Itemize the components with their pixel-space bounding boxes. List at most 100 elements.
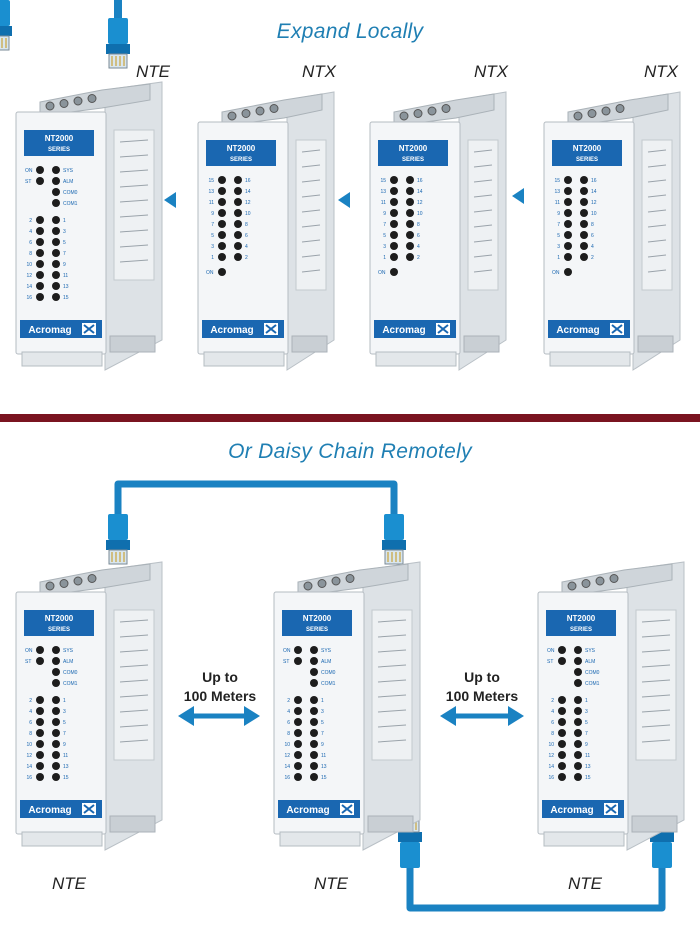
svg-text:8: 8 [29, 731, 32, 737]
svg-text:11: 11 [555, 200, 560, 206]
svg-text:COM1: COM1 [63, 681, 78, 687]
svg-text:4: 4 [29, 229, 32, 235]
svg-text:10: 10 [26, 262, 32, 268]
svg-text:SERIES: SERIES [48, 627, 70, 633]
label-ntx-2: NTX [474, 62, 508, 81]
svg-text:5: 5 [383, 233, 386, 239]
svg-text:3: 3 [585, 709, 588, 715]
svg-text:5: 5 [211, 233, 214, 239]
svg-text:ST: ST [283, 659, 289, 665]
distance-label-left: Up to 100 Meters [183, 669, 257, 704]
svg-text:15: 15 [554, 178, 560, 184]
svg-text:3: 3 [63, 709, 66, 715]
svg-text:2: 2 [245, 255, 248, 261]
svg-text:NT2000: NT2000 [303, 614, 332, 623]
svg-text:2: 2 [551, 698, 554, 704]
svg-text:16: 16 [26, 295, 32, 301]
svg-text:13: 13 [380, 189, 386, 195]
svg-text:SERIES: SERIES [306, 627, 328, 633]
svg-text:1: 1 [585, 698, 588, 704]
svg-text:4: 4 [287, 709, 290, 715]
svg-text:12: 12 [26, 753, 32, 759]
svg-text:5: 5 [585, 720, 588, 726]
svg-text:14: 14 [417, 189, 423, 195]
svg-text:SERIES: SERIES [230, 157, 252, 163]
svg-text:10: 10 [417, 211, 423, 217]
svg-text:NT2000: NT2000 [45, 134, 74, 143]
svg-text:10: 10 [26, 742, 32, 748]
svg-text:1: 1 [63, 218, 66, 224]
svg-text:3: 3 [63, 229, 66, 235]
svg-text:15: 15 [208, 178, 214, 184]
svg-text:5: 5 [63, 240, 66, 246]
svg-text:3: 3 [557, 244, 560, 250]
section-divider [0, 414, 700, 422]
svg-text:9: 9 [321, 742, 324, 748]
svg-text:4: 4 [29, 709, 32, 715]
svg-text:ST: ST [547, 659, 553, 665]
svg-text:Acromag: Acromag [210, 325, 253, 336]
label-nte-bottom-2: NTE [314, 874, 348, 893]
svg-text:8: 8 [287, 731, 290, 737]
svg-text:11: 11 [63, 273, 68, 279]
label-nte-bottom-1: NTE [52, 874, 86, 893]
svg-text:15: 15 [63, 775, 69, 781]
svg-text:7: 7 [585, 731, 588, 737]
heading-daisy-chain: Or Daisy Chain Remotely [228, 440, 472, 463]
svg-text:12: 12 [417, 200, 423, 206]
svg-text:12: 12 [284, 753, 290, 759]
svg-text:14: 14 [26, 764, 32, 770]
svg-text:7: 7 [557, 222, 560, 228]
svg-text:2: 2 [29, 698, 32, 704]
svg-text:13: 13 [208, 189, 214, 195]
svg-text:9: 9 [211, 211, 214, 217]
svg-text:9: 9 [585, 742, 588, 748]
svg-text:2: 2 [591, 255, 594, 261]
svg-text:ON: ON [25, 648, 33, 654]
svg-text:ON: ON [552, 270, 560, 276]
svg-text:1: 1 [557, 255, 560, 261]
svg-text:ALM: ALM [321, 659, 331, 665]
heading-expand-locally: Expand Locally [276, 20, 424, 43]
svg-text:SYS: SYS [63, 168, 74, 174]
svg-text:16: 16 [548, 775, 554, 781]
svg-text:7: 7 [383, 222, 386, 228]
svg-text:12: 12 [591, 200, 597, 206]
label-ntx-3: NTX [644, 62, 678, 81]
double-arrow-right [440, 706, 524, 726]
svg-text:COM0: COM0 [63, 670, 78, 676]
svg-text:14: 14 [591, 189, 597, 195]
svg-text:9: 9 [63, 742, 66, 748]
svg-text:14: 14 [548, 764, 554, 770]
svg-text:SYS: SYS [321, 648, 332, 654]
svg-text:4: 4 [417, 244, 420, 250]
svg-text:ST: ST [25, 179, 31, 185]
svg-text:ALM: ALM [585, 659, 595, 665]
distance-label-right: Up to 100 Meters [445, 669, 519, 704]
svg-text:10: 10 [284, 742, 290, 748]
svg-text:6: 6 [591, 233, 594, 239]
svg-text:16: 16 [26, 775, 32, 781]
svg-text:9: 9 [383, 211, 386, 217]
svg-text:7: 7 [63, 731, 66, 737]
svg-text:NT2000: NT2000 [567, 614, 596, 623]
svg-text:ON: ON [378, 270, 386, 276]
svg-text:SERIES: SERIES [48, 147, 70, 153]
svg-text:12: 12 [548, 753, 554, 759]
svg-text:13: 13 [554, 189, 560, 195]
svg-text:11: 11 [209, 200, 214, 206]
svg-text:4: 4 [591, 244, 594, 250]
svg-text:5: 5 [63, 720, 66, 726]
svg-text:11: 11 [321, 753, 326, 759]
svg-text:10: 10 [591, 211, 597, 217]
svg-text:1: 1 [321, 698, 324, 704]
svg-text:15: 15 [63, 295, 69, 301]
svg-text:Acromag: Acromag [382, 325, 425, 336]
svg-text:NT2000: NT2000 [227, 144, 256, 153]
